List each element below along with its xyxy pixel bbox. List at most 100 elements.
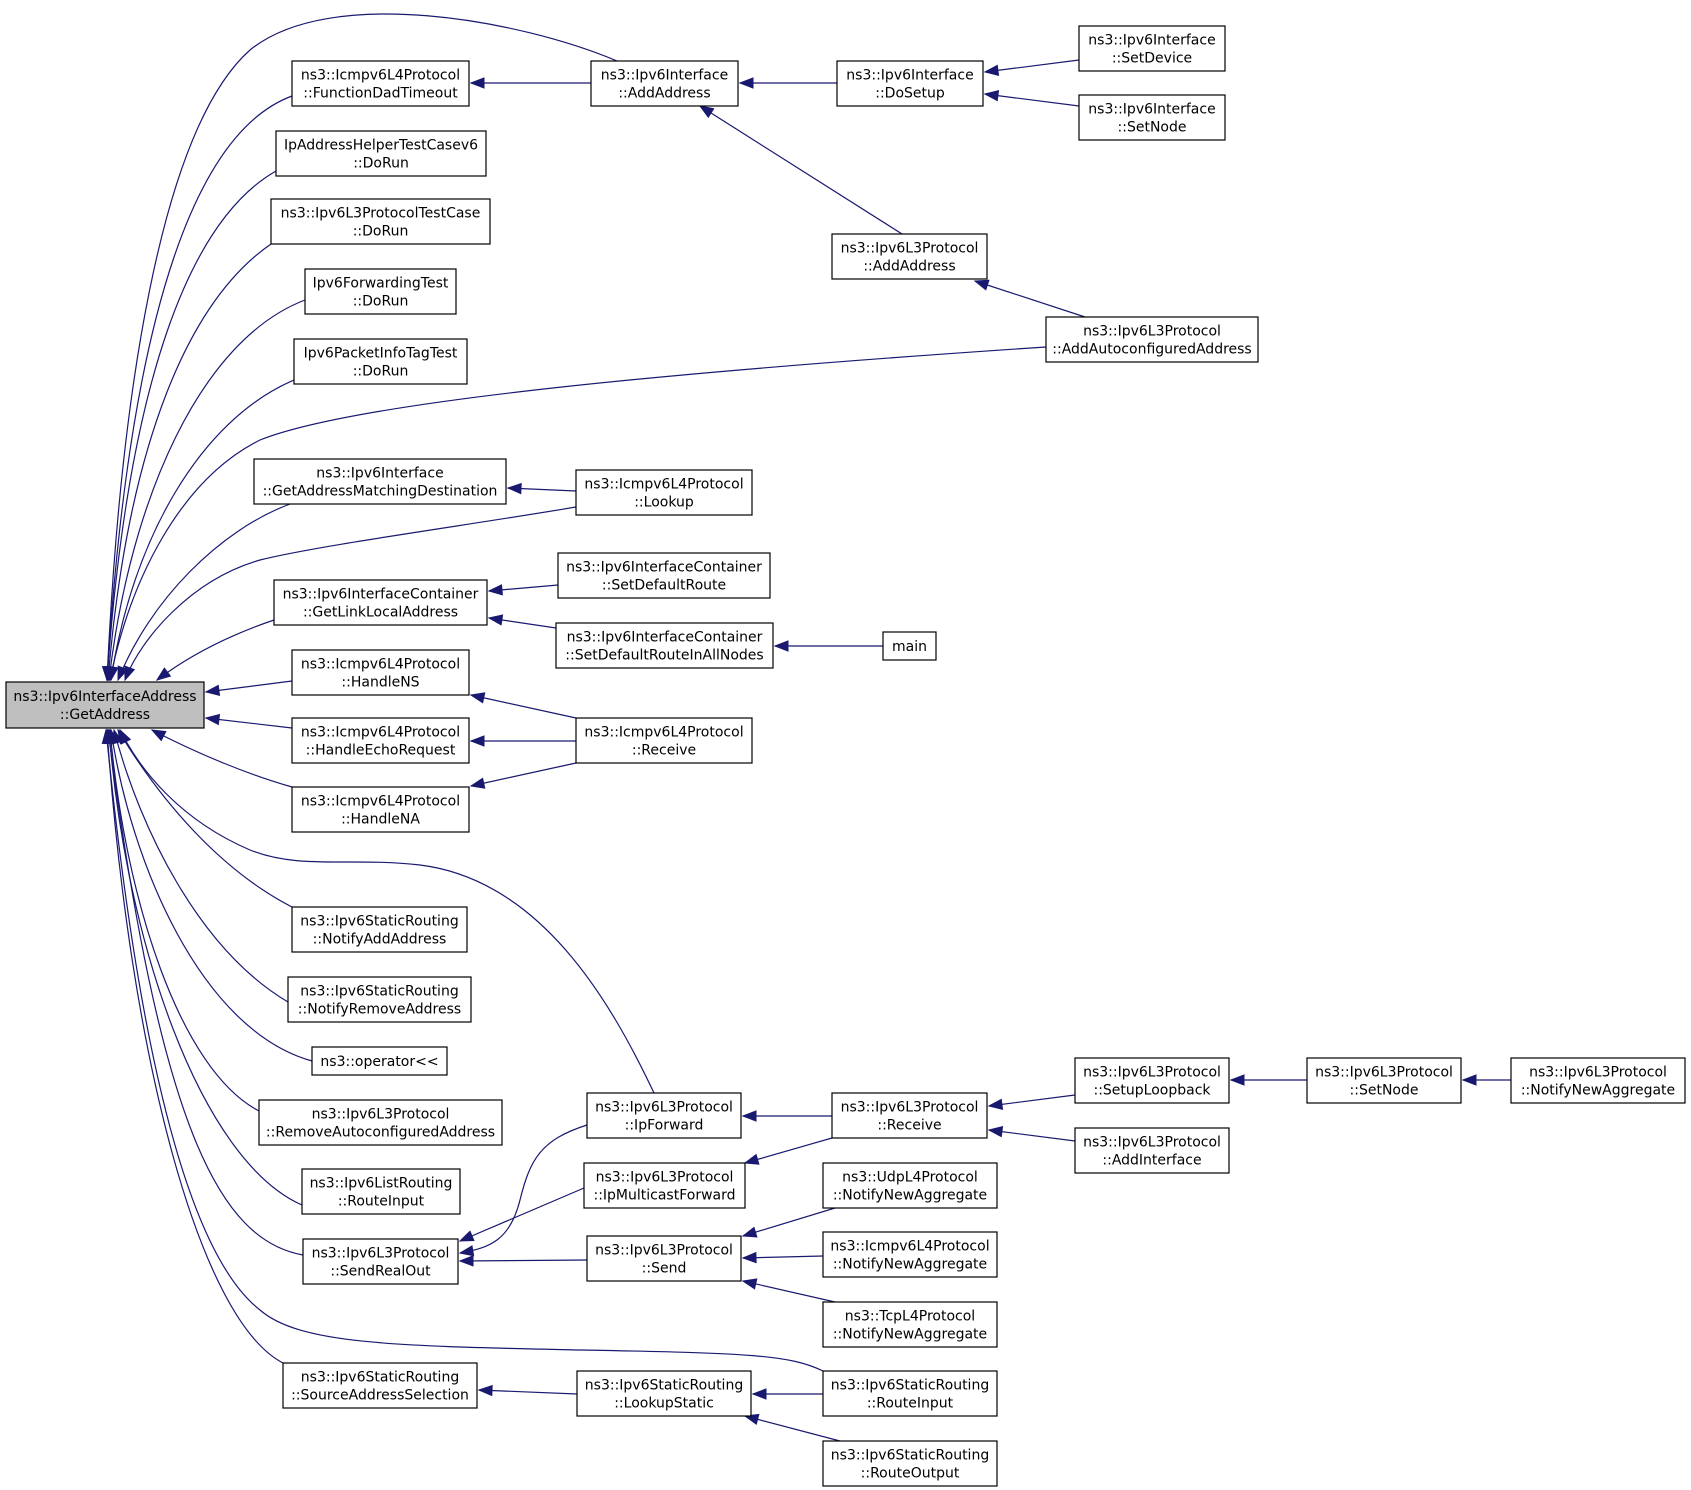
node-pkt_test[interactable]: Ipv6PacketInfoTagTest::DoRun [293,338,468,385]
node-label-line: ::SourceAddressSelection [291,1388,469,1404]
node-udp_nna[interactable]: ns3::UdpL4Protocol::NotifyNewAggregate [822,1162,998,1209]
node-box [287,976,472,1023]
node-sr_ls[interactable]: ns3::Ipv6StaticRouting::LookupStatic [576,1370,752,1417]
node-l3_sn[interactable]: ns3::Ipv6L3Protocol::SetNode [1306,1057,1462,1104]
node-box [275,130,487,177]
node-iface_ds[interactable]: ns3::Ipv6Interface::DoSetup [836,60,984,107]
node-label-line: ::NotifyNewAggregate [833,1188,987,1204]
edge-pkt_test-to-root [110,379,295,681]
node-l3_raa[interactable]: ns3::Ipv6L3Protocol::RemoveAutoconfigure… [258,1099,503,1146]
node-icmp_nna[interactable]: ns3::Icmpv6L4Protocol::NotifyNewAggregat… [822,1231,998,1278]
node-ipaddr_test[interactable]: IpAddressHelperTestCasev6::DoRun [275,130,487,177]
node-label-line: ns3::Ipv6StaticRouting [831,1378,989,1394]
node-tcp_nna[interactable]: ns3::TcpL4Protocol::NotifyNewAggregate [822,1301,998,1348]
node-root[interactable]: ns3::Ipv6InterfaceAddress::GetAddress [5,681,205,729]
node-sr_naa[interactable]: ns3::Ipv6StaticRouting::NotifyAddAddress [291,906,468,953]
node-icmp_recv[interactable]: ns3::Icmpv6L4Protocol::Receive [575,717,753,764]
node-label-line: ns3::Ipv6L3Protocol [312,1246,450,1262]
node-box [590,60,739,107]
node-l3_ipf[interactable]: ns3::Ipv6L3Protocol::IpForward [586,1092,742,1139]
node-main[interactable]: main [882,631,937,661]
node-box [301,1168,461,1215]
edge-arrowhead [487,584,503,596]
node-label-line: ::GetLinkLocalAddress [303,605,458,621]
node-box [831,1092,988,1139]
node-label-line: ns3::Ipv6InterfaceAddress [13,689,196,705]
edge-arrowhead [983,90,1000,102]
edge-l3_ipf-to-l3_sro [459,1124,588,1254]
node-label-line: ::RemoveAutoconfiguredAddress [266,1125,495,1141]
edge-arrowhead [204,684,221,696]
edge-fwd_test-to-root [108,299,306,681]
node-sr_ro[interactable]: ns3::Ipv6StaticRouting::RouteOutput [822,1440,998,1487]
node-box [291,60,470,107]
node-l3_aa[interactable]: ns3::Ipv6L3Protocol::AddAddress [831,233,988,280]
edge-sr_nra-to-root [113,729,289,1003]
node-ic_gll[interactable]: ns3::Ipv6InterfaceContainer::GetLinkLoca… [273,579,488,626]
node-sr_sas[interactable]: ns3::Ipv6StaticRouting::SourceAddressSel… [282,1362,478,1409]
node-box [555,622,774,669]
node-fwd_test[interactable]: Ipv6ForwardingTest::DoRun [304,268,457,315]
edge-l3_ipmf-to-l3_sro [459,1187,585,1242]
edge-arrowhead [987,1126,1004,1138]
node-box [575,469,753,516]
node-label-line: ns3::Ipv6InterfaceContainer [283,587,479,603]
edge-arrowhead [743,1413,760,1425]
node-label-line: ns3::Ipv6StaticRouting [831,1448,989,1464]
node-icmp_lookup[interactable]: ns3::Icmpv6L4Protocol::Lookup [575,469,753,516]
node-iface_aa[interactable]: ns3::Ipv6Interface::AddAddress [590,60,739,107]
node-icmp_hna[interactable]: ns3::Icmpv6L4Protocol::HandleNA [291,786,470,833]
node-icmp_fdt[interactable]: ns3::Icmpv6L4Protocol::FunctionDadTimeou… [291,60,470,107]
node-l3_send[interactable]: ns3::Ipv6L3Protocol::Send [586,1235,742,1282]
node-label-line: IpAddressHelperTestCasev6 [284,138,478,154]
node-layer: ns3::Ipv6InterfaceAddress::GetAddressns3… [5,25,1686,1487]
node-sr_nra[interactable]: ns3::Ipv6StaticRouting::NotifyRemoveAddr… [287,976,472,1023]
node-label-line: ::DoRun [353,156,409,172]
node-box [1306,1057,1462,1104]
node-label-line: ::SetNode [1118,120,1187,136]
node-label-line: ns3::Ipv6L3Protocol [1083,1065,1221,1081]
edge-arrowhead [738,77,754,89]
node-sr_ri[interactable]: ns3::Ipv6StaticRouting::RouteInput [822,1370,998,1417]
node-icmp_her[interactable]: ns3::Icmpv6L4Protocol::HandleEchoRequest [291,717,470,764]
edge-icmp_recv-to-icmp_hns [470,694,577,719]
node-label-line: ::Send [642,1261,687,1277]
node-label-line: ns3::TcpL4Protocol [845,1309,975,1325]
edge-arrowhead [204,713,221,726]
edge-arrowhead [458,1230,475,1242]
edge-arrowhead [119,728,132,745]
node-l3_aca[interactable]: ns3::Ipv6L3Protocol::AddAutoconfiguredAd… [1045,316,1259,363]
node-label-line: ns3::Icmpv6L4Protocol [830,1239,989,1255]
node-op_lshift[interactable]: ns3::operator<< [311,1046,448,1076]
node-label-line: ns3::Ipv6Interface [316,466,443,482]
node-ic_sdran[interactable]: ns3::Ipv6InterfaceContainer::SetDefaultR… [555,622,774,669]
edge-arrowhead [469,735,485,747]
node-iface_gamd[interactable]: ns3::Ipv6Interface::GetAddressMatchingDe… [253,458,507,505]
node-label-line: ::Receive [632,743,696,759]
node-label-line: ::DoSetup [875,86,945,102]
node-l3_ipmf[interactable]: ns3::Ipv6L3Protocol::IpMulticastForward [583,1162,746,1209]
node-l3_nna[interactable]: ns3::Ipv6L3Protocol::NotifyNewAggregate [1510,1057,1686,1104]
node-iface_sd[interactable]: ns3::Ipv6Interface::SetDevice [1078,25,1226,72]
edge-arrowhead [973,279,990,291]
edge-udp_nna-to-l3_send [742,1207,836,1237]
node-icmp_hns[interactable]: ns3::Icmpv6L4Protocol::HandleNS [291,649,470,696]
node-l3_sro[interactable]: ns3::Ipv6L3Protocol::SendRealOut [302,1238,459,1285]
node-label-line: Ipv6ForwardingTest [313,276,449,292]
node-l3_ai[interactable]: ns3::Ipv6L3Protocol::AddInterface [1074,1127,1230,1174]
edge-l3_recv-to-l3_ipmf [744,1137,833,1164]
node-label-line: ns3::Ipv6StaticRouting [300,984,458,1000]
node-box [258,1099,503,1146]
node-iface_sn[interactable]: ns3::Ipv6Interface::SetNode [1078,94,1226,141]
edge-sr_ro-to-sr_ls [744,1415,841,1442]
node-l3_recv[interactable]: ns3::Ipv6L3Protocol::Receive [831,1092,988,1139]
node-ipv6l3_test[interactable]: ns3::Ipv6L3ProtocolTestCase::DoRun [270,198,491,245]
node-ic_sdr[interactable]: ns3::Ipv6InterfaceContainer::SetDefaultR… [557,552,771,599]
node-box [557,552,771,599]
edge-arrowhead [741,1110,757,1122]
node-label-line: ::DoRun [353,364,409,380]
node-label-line: ::GetAddress [60,707,150,723]
node-l3_slb[interactable]: ns3::Ipv6L3Protocol::SetupLoopback [1074,1057,1230,1104]
node-lr_ri[interactable]: ns3::Ipv6ListRouting::RouteInput [301,1168,461,1215]
